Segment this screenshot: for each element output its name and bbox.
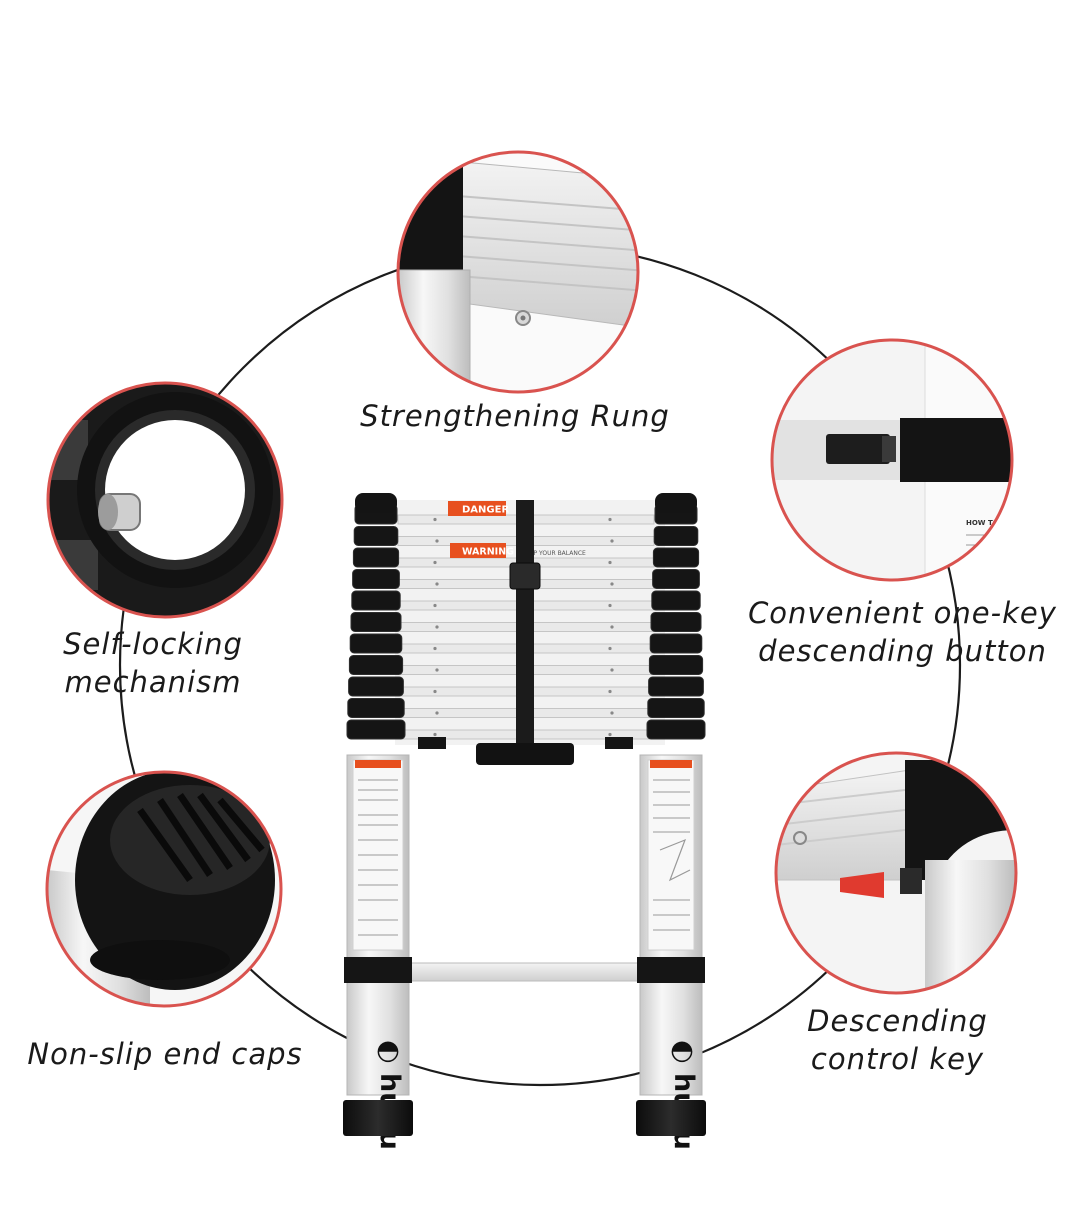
collar-stack xyxy=(346,504,706,740)
rung-rivet xyxy=(433,517,437,522)
collar-left xyxy=(347,698,405,718)
collar-right xyxy=(648,676,704,697)
label-control-key: Descending control key xyxy=(790,1002,1005,1078)
label-line: Convenient one-key xyxy=(748,596,1057,630)
collar-left xyxy=(352,569,400,589)
svg-text:HOW TO: HOW TO xyxy=(966,519,999,527)
collar-right xyxy=(652,547,700,568)
collar-right xyxy=(646,719,706,740)
balance-text: KEEP YOUR BALANCE xyxy=(522,550,586,557)
label-line: Self-locking xyxy=(63,627,243,661)
detail-strengthening-rung xyxy=(396,150,640,394)
collar-right xyxy=(648,655,704,675)
rung-rivet xyxy=(433,689,437,694)
collar-left xyxy=(353,526,399,546)
right-instruction-sticker xyxy=(647,759,695,951)
rung-rivet xyxy=(435,625,439,629)
label-line: Descending xyxy=(807,1004,988,1038)
collar-left xyxy=(350,612,402,632)
warning-sticker: WARNING KEEP YOUR BALANCE xyxy=(450,543,586,558)
label-line: control key xyxy=(810,1042,985,1076)
rung-rivet xyxy=(608,603,612,608)
strap-buckle xyxy=(509,562,541,590)
danger-text: DANGER xyxy=(462,505,509,516)
right-warning-strip xyxy=(650,760,692,768)
label-line: Strengthening Rung xyxy=(360,399,670,433)
danger-sticker: DANGER xyxy=(448,501,509,516)
rung-rivet xyxy=(610,539,614,543)
detail-end-caps xyxy=(45,770,283,1008)
detail-one-key-button: HOW TO xyxy=(770,338,1014,582)
collar-right xyxy=(651,590,701,611)
right-top-cap xyxy=(655,493,697,513)
label-strengthening-rung: Strengthening Rung xyxy=(360,397,670,435)
rung-rivet xyxy=(608,689,612,694)
collar-right xyxy=(649,633,703,654)
rung-rivet xyxy=(433,603,437,608)
collar-right xyxy=(652,569,700,589)
warning-text: WARNING xyxy=(462,547,514,558)
ring-end-caps xyxy=(45,770,283,1008)
ring-self-locking xyxy=(46,381,284,619)
label-line: Non-slip end caps xyxy=(27,1037,303,1071)
rung-rivet xyxy=(608,517,612,522)
rung-rivet xyxy=(435,582,439,586)
label-line: descending button xyxy=(758,634,1047,668)
collar-left xyxy=(349,633,403,654)
rung-rivet xyxy=(608,560,612,565)
left-end-cap xyxy=(343,1100,413,1136)
collar-right xyxy=(653,526,699,546)
collar-left xyxy=(352,547,400,568)
carry-strap xyxy=(516,500,534,745)
collar-left xyxy=(348,655,404,675)
label-self-locking: Self-locking mechanism xyxy=(48,625,258,701)
label-end-caps: Non-slip end caps xyxy=(25,1035,305,1073)
left-top-cap xyxy=(355,493,397,513)
bottom-rung xyxy=(408,962,641,982)
rung-rivet xyxy=(610,711,614,715)
collar-right xyxy=(650,612,702,632)
detail-control-key xyxy=(774,751,1018,995)
collar-left xyxy=(351,590,401,611)
label-line: mechanism xyxy=(64,665,242,699)
rung-rivet xyxy=(433,646,437,651)
rung-rivet xyxy=(433,732,437,737)
rung-rivet xyxy=(610,625,614,629)
telescopic-ladder: ◐ huhu ◐ huhu DANGER WARNING KEEP YOUR B… xyxy=(343,493,706,1150)
strap-handle xyxy=(476,743,574,765)
label-one-key-button: Convenient one-key descending button xyxy=(745,594,1060,670)
ring-control-key xyxy=(774,751,1018,995)
rung-rivet xyxy=(435,711,439,715)
collar-left xyxy=(346,719,406,740)
rung-rivet xyxy=(435,668,439,672)
rung-rivet xyxy=(608,646,612,651)
right-bottom-collar xyxy=(637,957,705,983)
left-warning-strip xyxy=(355,760,401,768)
ring-strengthening xyxy=(396,150,640,394)
rung-rivet xyxy=(608,732,612,737)
rung-rivet xyxy=(433,560,437,565)
left-bottom-collar xyxy=(344,957,412,983)
rung-rivet xyxy=(610,582,614,586)
detail-self-locking xyxy=(46,381,284,619)
rung-rivet xyxy=(610,668,614,672)
collar-right xyxy=(647,698,705,718)
rung-rivet xyxy=(435,539,439,543)
collar-left xyxy=(348,676,404,697)
ring-one-key-button xyxy=(770,338,1014,582)
right-end-cap xyxy=(636,1100,706,1136)
